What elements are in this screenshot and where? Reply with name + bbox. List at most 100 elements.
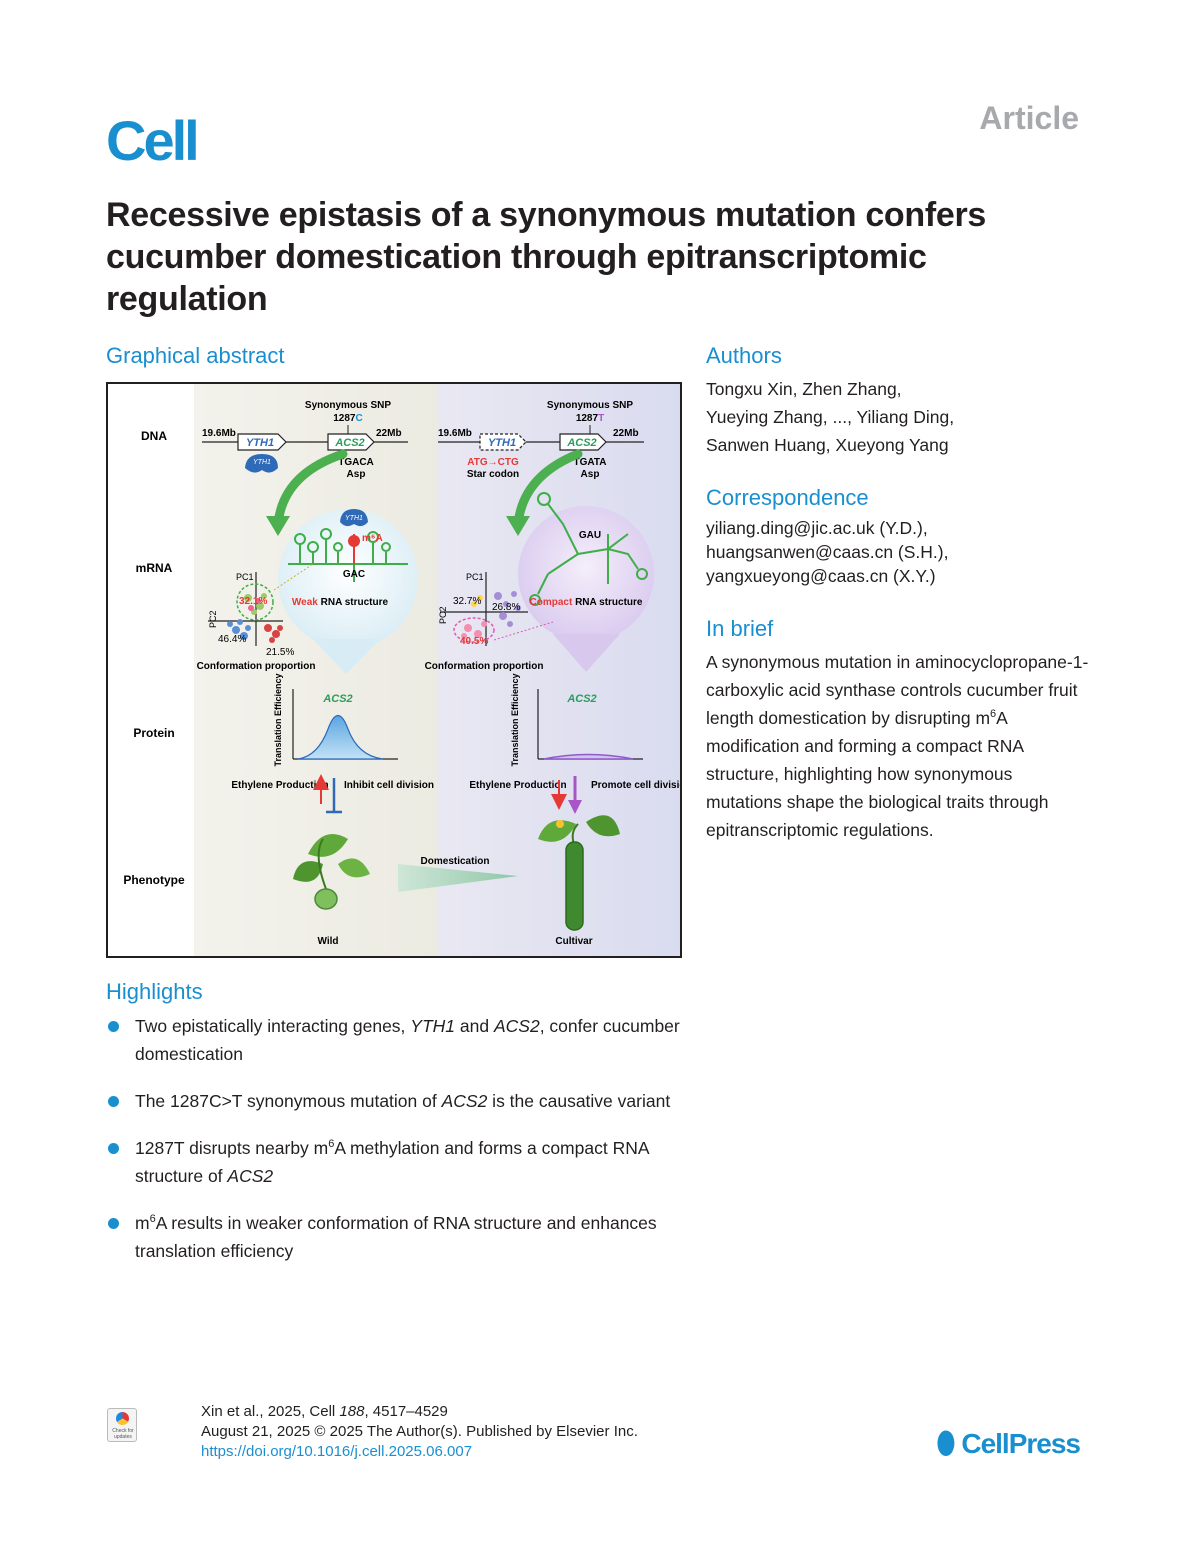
right-start-codon: ATG→CTG — [467, 457, 519, 468]
in-brief-text: A synonymous mutation in aminocyclopropa… — [706, 652, 1089, 840]
left-conformation-label: Conformation proportion — [197, 661, 316, 672]
citation-footer: Xin et al., 2025, Cell 188, 4517–4529 Au… — [201, 1402, 638, 1462]
row-label-mrna: mRNA — [136, 561, 173, 575]
crossmark-icon — [116, 1412, 129, 1425]
right-panel-bg — [437, 384, 680, 956]
right-pct-a: 32.7% — [453, 596, 481, 607]
left-acs2-plot-label: ACS2 — [322, 693, 352, 705]
left-transcription-arrow — [273, 449, 348, 529]
left-pct-c: 21.5% — [266, 647, 294, 658]
left-pos-start: 19.6Mb — [202, 428, 236, 439]
right-cultivar-plant: Cultivar — [538, 815, 620, 947]
right-conformation-label: Conformation proportion — [425, 661, 544, 672]
left-plant-label: Wild — [317, 936, 338, 947]
journal-logo: Cell — [106, 109, 200, 172]
authors-line: Tongxu Xin, Zhen Zhang, — [706, 379, 902, 399]
left-yth1-reader — [340, 509, 368, 527]
highlight-item: Two epistatically interacting genes, YTH… — [106, 1012, 696, 1068]
authors-heading: Authors — [706, 343, 782, 368]
left-snp-position: 1287 — [333, 413, 356, 424]
bullet-icon — [108, 1096, 119, 1107]
right-te-label: Translation Efficiency — [510, 673, 520, 766]
right-acs2-gene — [559, 433, 607, 451]
svg-text:YTH1: YTH1 — [253, 459, 271, 466]
authors-list: Tongxu Xin, Zhen Zhang, Yueying Zhang, .… — [706, 375, 954, 459]
bullet-icon — [108, 1218, 119, 1229]
svg-text:PC2: PC2 — [208, 610, 218, 628]
paper-title: Recessive epistasis of a synonymous muta… — [106, 196, 987, 318]
authors-line: Sanwen Huang, Xueyong Yang — [706, 435, 949, 455]
check-for-updates-badge[interactable]: Check for updates — [107, 1408, 137, 1442]
svg-text:YTH1: YTH1 — [345, 515, 363, 522]
cellpress-logo: ⬮ CellPress — [936, 1427, 1081, 1460]
row-label-phenotype: Phenotype — [123, 873, 185, 887]
svg-text:PC1: PC1 — [236, 572, 254, 582]
graphical-abstract-heading: Graphical abstract — [106, 343, 285, 368]
left-m6a-label: m⁶A — [362, 533, 383, 544]
svg-text:GAU: GAU — [579, 530, 601, 541]
publication-date-line: August 21, 2025 © 2025 The Author(s). Pu… — [201, 1423, 638, 1440]
left-m6a-mark — [348, 535, 360, 547]
left-yth1-gene — [237, 433, 287, 451]
correspondence-email[interactable]: huangsanwen@caas.cn (S.H.), — [706, 542, 949, 562]
svg-text:Weak RNA structure: Weak RNA structure — [292, 597, 389, 608]
cellpress-mark-icon: ⬮ — [936, 1427, 956, 1460]
correspondence-email[interactable]: yangxueyong@caas.cn (X.Y.) — [706, 566, 936, 586]
domestication-arrow: Domestication — [398, 856, 518, 892]
left-structure-word: Weak — [292, 597, 318, 608]
highlight-item: The 1287C>T synonymous mutation of ACS2 … — [106, 1087, 696, 1115]
highlight-item: m6A results in weaker conformation of RN… — [106, 1209, 696, 1265]
bullet-icon — [108, 1143, 119, 1154]
right-pos-end: 22Mb — [613, 428, 639, 439]
left-acs2-label: ACS2 — [334, 437, 364, 449]
right-snp-title: Synonymous SNP — [547, 400, 633, 411]
left-snp-base: C — [356, 413, 363, 424]
right-transcription-arrow — [513, 449, 583, 529]
left-effect-label: Inhibit cell division — [344, 780, 434, 791]
highlights-list: Two epistatically interacting genes, YTH… — [106, 1012, 696, 1284]
left-pos-end: 22Mb — [376, 428, 402, 439]
svg-text:Compact RNA structure: Compact RNA structure — [530, 597, 643, 608]
svg-text:PC1: PC1 — [466, 572, 484, 582]
doi-link[interactable]: https://doi.org/10.1016/j.cell.2025.06.0… — [201, 1443, 473, 1460]
highlight-item: 1287T disrupts nearby m6A methylation an… — [106, 1134, 696, 1190]
svg-text:1287T: 1287T — [576, 413, 604, 424]
right-plant-label: Cultivar — [555, 936, 592, 947]
left-yth1-label: YTH1 — [246, 437, 274, 449]
right-structure-word: Compact — [530, 597, 573, 608]
left-snp-title: Synonymous SNP — [305, 400, 391, 411]
right-yth1-label: YTH1 — [488, 437, 516, 449]
left-yth1-protein — [245, 454, 278, 473]
domestication-label: Domestication — [421, 856, 490, 867]
left-pct-b: 46.4% — [218, 634, 246, 645]
right-te-curve — [543, 753, 634, 760]
right-pct-b: 26.8% — [492, 602, 520, 613]
bullet-icon — [108, 1021, 119, 1032]
left-codon: TGACA — [338, 457, 374, 468]
correspondence-email[interactable]: yiliang.ding@jic.ac.uk (Y.D.), — [706, 518, 928, 538]
right-dna-track: Synonymous SNP 1287T 19.6Mb 22Mb YTH1 AC… — [438, 400, 644, 480]
row-label-protein: Protein — [133, 726, 174, 740]
right-seq: GAU — [579, 530, 601, 541]
right-ethylene-label: Ethylene Production — [469, 780, 566, 791]
left-wild-plant: Wild — [293, 834, 370, 947]
right-effect-label: Promote cell division — [591, 780, 680, 791]
row-label-dna: DNA — [141, 429, 167, 443]
svg-text:1287C: 1287C — [333, 413, 362, 424]
citation-line: Xin et al., 2025, Cell 188, 4517–4529 — [201, 1403, 448, 1420]
left-te-label: Translation Efficiency — [273, 673, 283, 766]
right-pca-plot: PC1 PC2 32.7% 26.8% 40.5% Conformation p… — [425, 572, 554, 672]
left-mrna-bubble: YTH1 m⁶A GAC Weak RNA structure — [278, 509, 418, 674]
left-pca-plot: PC1 PC2 32.1% 46.4% 21.5% Conformation p… — [197, 563, 316, 672]
right-mrna-bubble: GAU Compact RNA structure — [518, 492, 654, 672]
left-te-curve — [297, 714, 384, 760]
highlights-heading: Highlights — [106, 979, 203, 1004]
right-start-label: Star codon — [467, 469, 519, 480]
right-acs2-label: ACS2 — [566, 437, 596, 449]
correspondence-heading: Correspondence — [706, 485, 869, 510]
right-acs2-plot-label: ACS2 — [566, 693, 596, 705]
left-dna-track: Synonymous SNP 1287C 19.6Mb 22Mb YTH1 AC… — [202, 400, 408, 480]
right-snp-base: T — [598, 413, 604, 424]
correspondence-list: yiliang.ding@jic.ac.uk (Y.D.), huangsanw… — [706, 516, 948, 588]
article-type: Article — [979, 100, 1079, 136]
